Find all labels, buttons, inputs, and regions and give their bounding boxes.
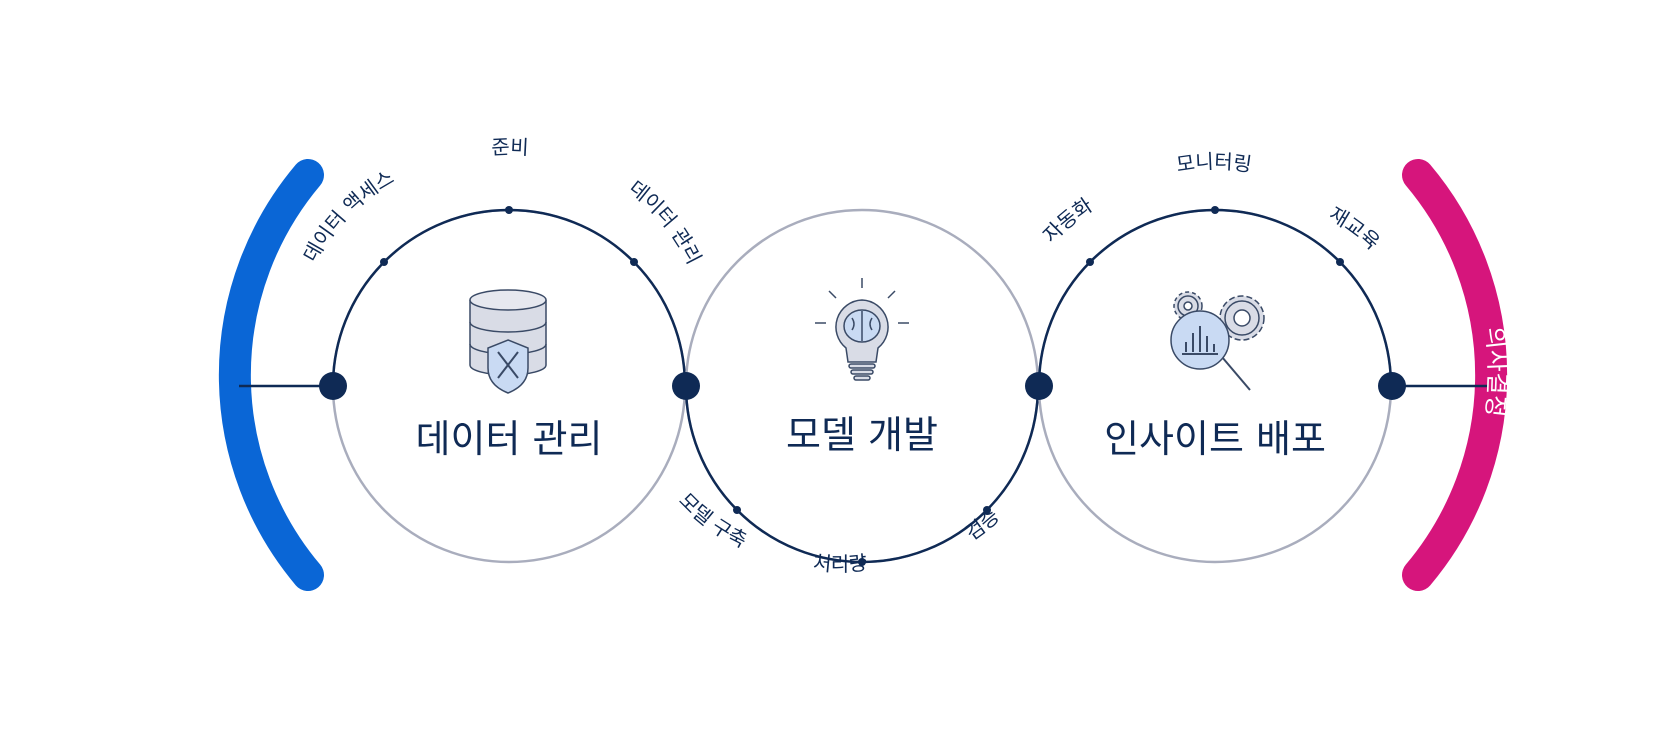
database-shield-icon: [469, 289, 547, 394]
arc-tick-dot: [630, 258, 638, 266]
stage-title: 모델 개발: [786, 413, 938, 457]
arc-tick-dot: [380, 258, 388, 266]
left-band-label: 해결해야 할 문제: [142, 283, 181, 461]
tag-label: 데이터 관리: [625, 175, 707, 268]
arc-tick-dot: [1336, 258, 1344, 266]
arc-tick-dot: [505, 206, 513, 214]
stage-model-development: 모델 구축 처리량 검증 모델 개발: [674, 208, 1040, 576]
stage-data-management: 데이터 액세스 준비 데이터 관리 데이터 관리: [298, 135, 707, 564]
gear-icon: [1219, 295, 1265, 341]
tag-label: 재교육: [1325, 202, 1385, 255]
left-band-arc: [218, 159, 324, 591]
arc-tick-dot: [858, 558, 866, 566]
tag-label: 자동화: [1038, 193, 1097, 247]
gears-magnifier-chart-icon: [1170, 291, 1265, 391]
junction-node: [319, 372, 347, 400]
bar-chart-icon: [1182, 326, 1218, 355]
junction-node: [1378, 372, 1406, 400]
right-band-arc: [1402, 159, 1508, 591]
stage-insight-deployment: 자동화 모니터링 재교육: [1037, 149, 1393, 564]
tag-label: 준비: [491, 135, 530, 160]
tag-label: 모델 구축: [674, 488, 750, 553]
arc-tick-dot: [983, 506, 991, 514]
arc-tick-dot: [1211, 206, 1219, 214]
arc-tick-dot: [1086, 258, 1094, 266]
stage-title: 인사이트 배포: [1104, 417, 1326, 461]
tag-label: 모니터링: [1175, 149, 1254, 176]
junction-node: [1025, 372, 1053, 400]
junction-node: [672, 372, 700, 400]
tag-label: 검증: [961, 504, 1004, 545]
arc-tick-dot: [733, 506, 741, 514]
lightbulb-brain-icon: [815, 278, 909, 381]
left-band: 해결해야 할 문제: [142, 159, 333, 591]
tag-label: 처리량: [812, 550, 868, 576]
right-band: 의사결정: [1393, 159, 1511, 591]
stage-title: 데이터 관리: [416, 417, 603, 461]
